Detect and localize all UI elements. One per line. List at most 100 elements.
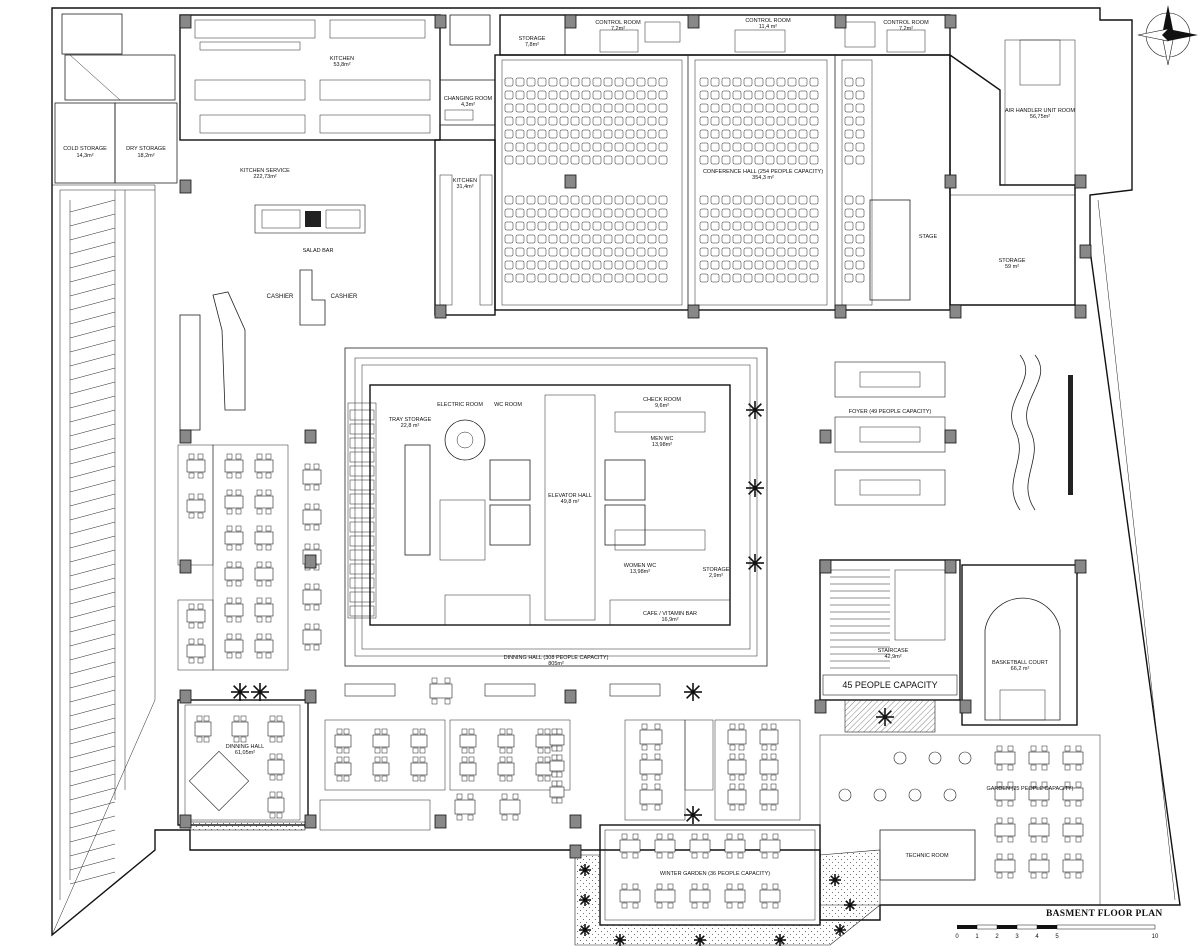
ramp-line (69, 423, 116, 437)
conference-seat (699, 208, 709, 218)
ramp-line (69, 479, 116, 493)
conference-seat (765, 142, 775, 152)
dining-table (1028, 781, 1050, 807)
conference-seat (721, 103, 731, 113)
conference-seat (625, 208, 635, 218)
conference-seat (732, 234, 742, 244)
conference-seat (754, 208, 764, 218)
conference-seat (658, 247, 668, 257)
conference-seat (787, 195, 797, 205)
conference-seat (515, 260, 525, 270)
conference-seat (754, 155, 764, 165)
ramp-line (69, 605, 116, 619)
dining-table (454, 793, 476, 821)
dining-table (1028, 853, 1050, 879)
dining-table (267, 753, 285, 781)
conference-seat (504, 221, 514, 231)
structural-column (944, 429, 957, 444)
ramp-line (69, 801, 116, 815)
conference-seat (743, 273, 753, 283)
conference-seat (798, 195, 808, 205)
conference-seat (581, 195, 591, 205)
conference-seat (732, 129, 742, 139)
conference-seat (526, 247, 536, 257)
conference-seat (787, 103, 797, 113)
conference-seat (844, 221, 854, 231)
dining-hall-small-area: 61,05m² (235, 750, 255, 756)
conference-seat (776, 260, 786, 270)
conference-seat (614, 247, 624, 257)
control-room-2-label: CONTROL ROOM (745, 18, 791, 24)
conference-seat (855, 142, 865, 152)
ramp-line (69, 829, 116, 843)
conference-seat (658, 221, 668, 231)
planter-hatched (844, 699, 936, 733)
conference-seat (526, 221, 536, 231)
structural-column (959, 699, 972, 714)
conference-seat (537, 129, 547, 139)
technic-room-label: TECHNIC ROOM (905, 853, 949, 859)
conference-seat (809, 103, 819, 113)
conference-seat (592, 77, 602, 87)
structural-column (179, 689, 192, 704)
ramp-line (69, 451, 116, 465)
scale-tick-0: 0 (955, 934, 959, 940)
control-room-2-area: 11,4 m² (759, 24, 777, 30)
conference-seat (559, 103, 569, 113)
conference-seat (537, 221, 547, 231)
conference-seat (504, 129, 514, 139)
conference-seat (754, 103, 764, 113)
dining-table (302, 503, 322, 531)
conference-seat (537, 247, 547, 257)
ramp-line (69, 703, 116, 717)
conference-seat (765, 116, 775, 126)
conference-seat (603, 234, 613, 244)
control-room-1-area: 7,2m² (611, 26, 625, 32)
cafe-bar-label: CAFE / VITAMIN BAR (643, 611, 697, 617)
ramp-line (69, 661, 116, 675)
conference-seat (636, 247, 646, 257)
structural-column (304, 689, 317, 704)
dining-table (759, 753, 779, 781)
conference-seat (537, 234, 547, 244)
ramp-line (69, 339, 116, 353)
conference-seat (844, 260, 854, 270)
conference-seat (625, 116, 635, 126)
structural-column (434, 304, 447, 319)
kitchen-top-label: KITCHEN (330, 56, 354, 62)
conference-seat (526, 234, 536, 244)
conference-seat (559, 90, 569, 100)
conference-seat (721, 273, 731, 283)
core-plants (231, 401, 894, 824)
dining-table (186, 453, 206, 479)
conference-seat (787, 247, 797, 257)
conference-seat (658, 103, 668, 113)
conference-seat (592, 90, 602, 100)
dining-table (254, 561, 274, 587)
conference-seat (699, 234, 709, 244)
conference-seat (787, 155, 797, 165)
conference-seat (592, 247, 602, 257)
conference-seat (754, 116, 764, 126)
conference-seat (721, 116, 731, 126)
dining-table (231, 715, 249, 743)
conference-seat (625, 77, 635, 87)
conference-seat (603, 155, 613, 165)
conference-seat (603, 90, 613, 100)
core-slat (349, 577, 375, 589)
conference-seat (787, 221, 797, 231)
north-arrow-icon (1137, 5, 1198, 66)
conference-seat (699, 116, 709, 126)
conference-seat (504, 208, 514, 218)
conference-seat (844, 273, 854, 283)
conference-seat (526, 195, 536, 205)
dining-table (302, 463, 322, 491)
dining-table (689, 883, 711, 909)
stage-label: STAGE (919, 234, 938, 240)
dining-table (994, 781, 1016, 807)
conference-seat (787, 273, 797, 283)
conference-seat (537, 116, 547, 126)
structural-column (569, 844, 582, 859)
conference-seat (809, 116, 819, 126)
conference-seat (855, 208, 865, 218)
